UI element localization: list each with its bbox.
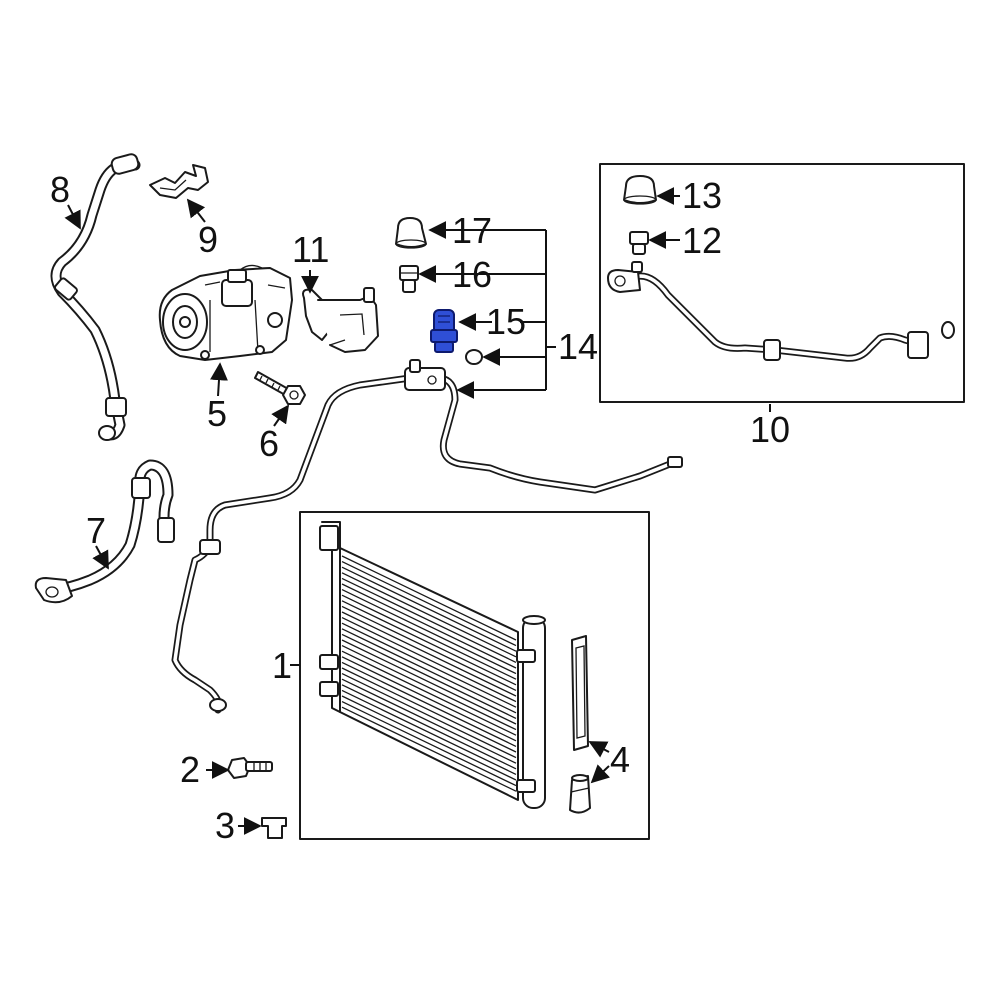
callout-labels: 1 2 3 4 5 6 7 8 9 10 11 12 13 14 15 16 1… [50,169,790,846]
condenser-fin [341,689,517,775]
condenser-fin [341,555,517,641]
drier-filter-part-4[interactable] [571,635,589,751]
condenser-fin [341,678,517,764]
callout-5: 5 [207,393,227,434]
condenser-fin [341,667,517,753]
condenser-fin [341,628,517,714]
leader-lines [64,187,771,835]
callout-11: 11 [292,229,329,270]
condenser-fin [341,661,517,747]
callout-14: 14 [558,326,598,367]
callout-13: 13 [682,175,722,216]
callout-8: 8 [50,169,70,210]
bolt-part-6[interactable] [254,371,306,405]
valve-core-part-16[interactable] [399,265,419,293]
callout-12: 12 [682,220,722,261]
condenser-fin [341,561,517,647]
callout-10: 10 [750,409,790,450]
o-ring-part-14[interactable] [465,349,483,365]
condenser-fin [341,684,517,770]
liquid-line-part-14[interactable] [171,359,683,714]
condenser-fin [341,611,517,697]
callout-1: 1 [272,645,292,686]
condenser-fin [341,577,517,663]
callout-15: 15 [486,301,526,342]
callout-16: 16 [452,254,492,295]
callout-7: 7 [86,510,106,551]
condenser-fin [341,633,517,719]
condenser-fin [341,695,517,781]
condenser-fin [341,701,517,787]
condenser-fin [341,566,517,652]
ac-line-part-10[interactable] [607,261,955,362]
condenser-fin [341,583,517,669]
callout-6: 6 [259,423,279,464]
condenser-fin [341,656,517,742]
condenser-fin [341,572,517,658]
condenser-fin [341,673,517,759]
callout-3: 3 [215,805,235,846]
suction-hose-part-7[interactable] [34,459,175,604]
callout-9: 9 [198,219,218,260]
pressure-switch-part-15[interactable] [430,309,458,353]
condenser-fin [341,645,517,731]
bolt-part-2[interactable] [227,757,273,779]
condenser-fins [341,555,517,792]
callout-17: 17 [452,210,492,251]
condenser-fin [341,622,517,708]
drier-cap-part-4[interactable] [569,774,591,814]
callout-4: 4 [610,739,630,780]
part-10-box [599,163,965,403]
condenser-part-1[interactable] [319,521,546,809]
condenser-fin [341,594,517,680]
condenser-fin [341,639,517,725]
condenser-fin [341,600,517,686]
condenser-fin [341,589,517,675]
part-1-box [299,511,650,840]
condenser-fin [341,650,517,736]
cap-part-17[interactable] [395,217,427,249]
discharge-hose-part-8[interactable] [50,153,141,441]
bracket-part-9[interactable] [149,164,209,199]
condenser-fin [341,706,517,792]
compressor-part-5[interactable] [158,264,293,361]
tube-bracket-part-11[interactable] [302,287,379,353]
bushing-part-3[interactable] [261,817,287,839]
condenser-fin [341,605,517,691]
cap-part-13[interactable] [623,175,657,205]
valve-core-part-12[interactable] [629,231,649,255]
callout-2: 2 [180,749,200,790]
condenser-fin [341,617,517,703]
